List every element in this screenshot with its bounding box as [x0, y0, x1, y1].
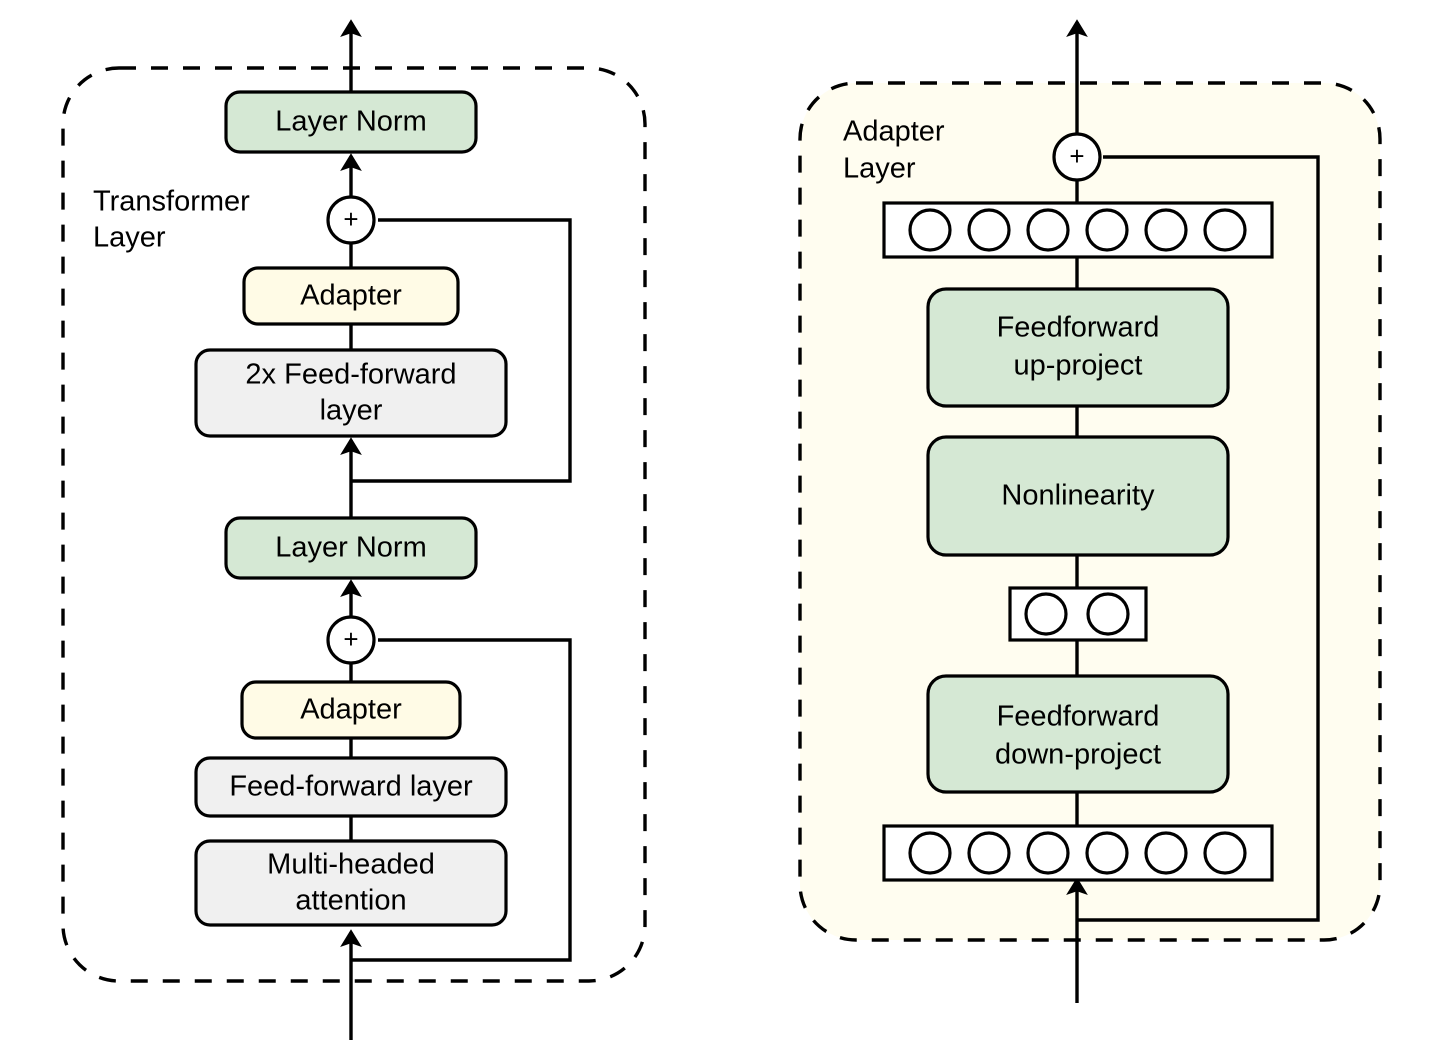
- block-nonlinearity-label: Nonlinearity: [1001, 480, 1155, 512]
- unit-circle: [1203, 831, 1247, 875]
- block-adapter-bottom-label: Adapter: [300, 694, 402, 726]
- transformer-layer-title-line2: Layer: [93, 222, 166, 254]
- sum-node-bottom-symbol: +: [343, 624, 358, 654]
- residual-connection-lower: [351, 638, 572, 962]
- block-ff-down-project-label-line2: down-project: [995, 739, 1161, 771]
- unit-circle: [908, 208, 952, 252]
- adapter-layer-panel: Feedforward down-project Nonlinearity Fe…: [798, 19, 1382, 1003]
- block-multi-headed-attention-label-line2: attention: [295, 885, 406, 917]
- block-2x-feed-forward-layer-label-line1: 2x Feed-forward: [245, 359, 456, 391]
- unit-circle: [1144, 208, 1188, 252]
- sum-node-top-symbol: +: [343, 204, 358, 234]
- block-ff-up-project-label-line2: up-project: [1014, 350, 1143, 382]
- unit-circle: [967, 831, 1011, 875]
- block-feed-forward-layer-label: Feed-forward layer: [229, 771, 473, 803]
- block-2x-feed-forward-layer-label-line2: layer: [320, 395, 383, 427]
- residual-connection-upper: [351, 218, 572, 483]
- block-adapter-top-label: Adapter: [300, 280, 402, 312]
- unit-circle: [1026, 208, 1070, 252]
- block-multi-headed-attention-label-line1: Multi-headed: [267, 849, 435, 881]
- unit-circle: [1026, 831, 1070, 875]
- unit-circle: [1085, 208, 1129, 252]
- unit-circle: [1203, 208, 1247, 252]
- block-layer-norm-mid-label: Layer Norm: [275, 532, 427, 564]
- adapter-layer-title-line1: Adapter: [843, 116, 945, 148]
- transformer-layer-dashed-border: [61, 66, 647, 983]
- block-layer-norm-top[interactable]: [224, 90, 478, 154]
- transformer-layer-panel: Multi-headed attention Feed-forward laye…: [61, 19, 647, 1040]
- unit-circle: [1086, 592, 1130, 636]
- block-ff-up-project[interactable]: [926, 287, 1230, 408]
- unit-circle: [967, 208, 1011, 252]
- unit-circle: [908, 831, 952, 875]
- unit-circle: [1085, 831, 1129, 875]
- block-ff-down-project[interactable]: [926, 674, 1230, 794]
- block-layer-norm-top-label: Layer Norm: [275, 106, 427, 138]
- transformer-layer-title-line1: Transformer: [93, 186, 250, 218]
- adapter-layer-title-line2: Layer: [843, 153, 916, 185]
- block-ff-up-project-label-line1: Feedforward: [997, 312, 1160, 344]
- sum-node-adapter-symbol: +: [1069, 141, 1084, 171]
- sum-node-adapter[interactable]: [1052, 132, 1102, 182]
- unit-circle: [1144, 831, 1188, 875]
- adapter-residual-connection: [1077, 155, 1320, 922]
- block-ff-down-project-label-line1: Feedforward: [997, 701, 1160, 733]
- unit-circle: [1024, 592, 1068, 636]
